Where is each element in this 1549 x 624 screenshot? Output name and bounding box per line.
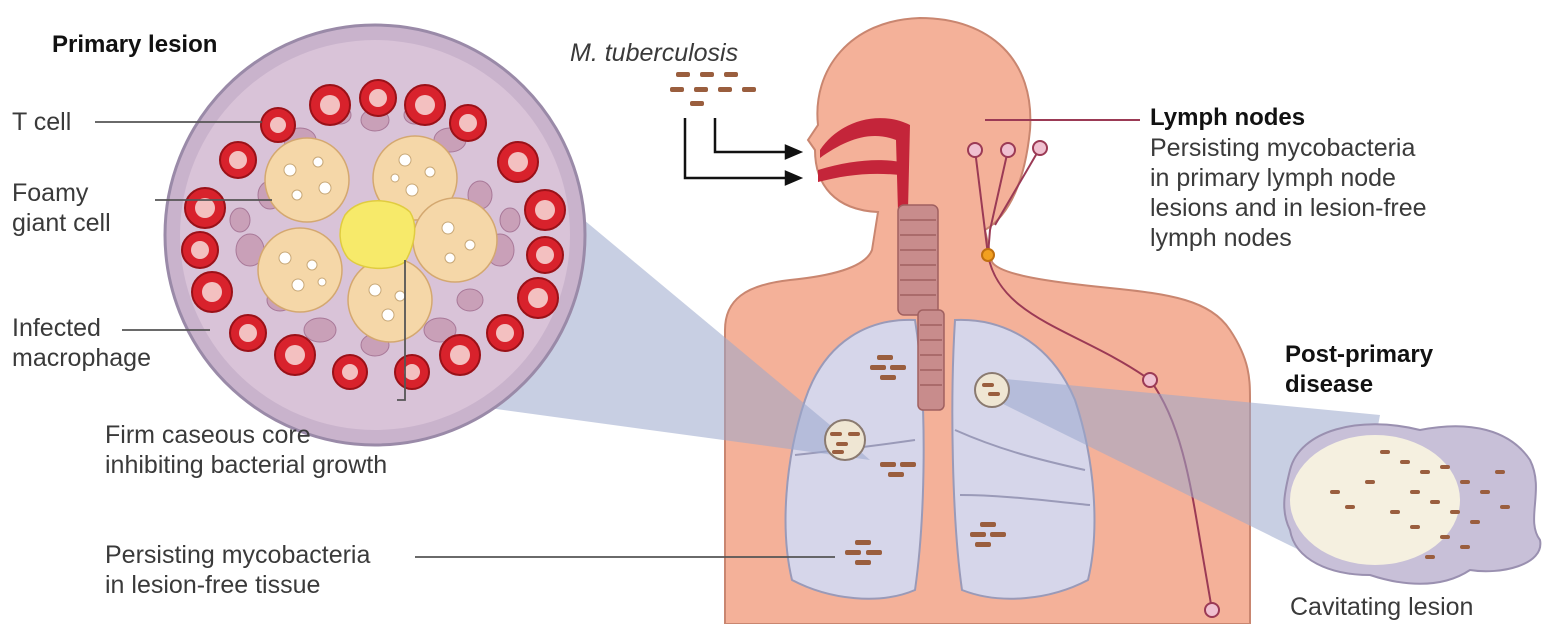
lung-lesion-primary bbox=[825, 420, 865, 460]
persisting-tissue-label: Persisting mycobacteria in lesion-free t… bbox=[105, 540, 370, 600]
caseous-core bbox=[340, 201, 415, 269]
firm-caseous-core-label: Firm caseous core inhibiting bacterial g… bbox=[105, 420, 387, 480]
cavitating-lesion-label: Cavitating lesion bbox=[1290, 592, 1473, 622]
t-cell-label: T cell bbox=[12, 107, 71, 137]
primary-lesion-title: Primary lesion bbox=[52, 30, 217, 60]
lymph-nodes-title: Lymph nodes bbox=[1150, 103, 1305, 133]
inhaled-bacteria bbox=[670, 72, 756, 106]
primary-lesion-granuloma bbox=[165, 25, 585, 445]
lymph-nodes-description: Persisting mycobacteria in primary lymph… bbox=[1150, 133, 1427, 253]
foamy-giant-cell-label: Foamy giant cell bbox=[12, 178, 111, 238]
inhalation-arrows bbox=[685, 118, 800, 184]
cavitating-lesion bbox=[1284, 424, 1540, 583]
lung-lesion-post-primary bbox=[975, 373, 1009, 407]
m-tuberculosis-label: M. tuberculosis bbox=[570, 38, 738, 68]
post-primary-disease-label: Post-primary disease bbox=[1285, 340, 1433, 400]
infected-macrophage-label: Infected macrophage bbox=[12, 313, 151, 373]
